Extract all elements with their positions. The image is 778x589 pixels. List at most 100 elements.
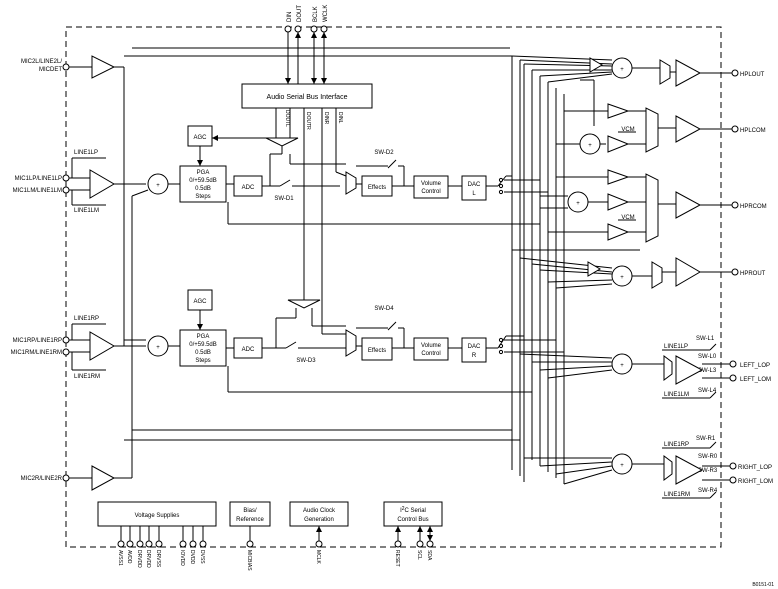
avdd-pin[interactable] xyxy=(126,540,134,548)
sw-r4-switch[interactable] xyxy=(709,491,717,499)
dout-pin[interactable] xyxy=(294,25,302,33)
left-pga[interactable] xyxy=(179,165,227,203)
hprout-driver xyxy=(675,257,701,287)
dinl-label: DINL xyxy=(337,112,343,124)
wclk-pin[interactable] xyxy=(320,25,328,33)
mic2r-pin[interactable] xyxy=(62,474,70,482)
hprout-pin[interactable] xyxy=(731,268,739,276)
din-pin[interactable] xyxy=(284,25,292,33)
right-dac-l2: R xyxy=(472,353,477,359)
hprcom-label: HPRCOM xyxy=(740,204,767,210)
sw-r4-label: SW-R4 xyxy=(698,488,718,494)
voltage-supplies[interactable] xyxy=(97,501,217,527)
sw-d3-switch[interactable] xyxy=(285,341,297,349)
hplcom-pin[interactable] xyxy=(731,125,739,133)
mic1rp-label: MIC1RP/LINE1RP xyxy=(13,338,62,344)
right-lo-driver xyxy=(675,455,704,485)
bottom-blocks: Voltage Supplies Bias/ Reference Audio C… xyxy=(97,501,443,571)
mic1lm-label: MIC1LM/LINE1LM xyxy=(13,188,62,194)
right-pga-l1: PGA xyxy=(197,334,210,340)
left-lo-driver xyxy=(675,355,704,385)
mic1lm-pin[interactable] xyxy=(62,186,70,194)
left-adc-label: ADC xyxy=(242,185,255,191)
left-pga-l1: PGA xyxy=(197,170,210,176)
iovdd-pin[interactable] xyxy=(179,540,187,548)
drvdd-pin-1[interactable] xyxy=(136,540,144,548)
line1lp-tap-label: LINE1LP xyxy=(74,150,98,156)
micbias-pin[interactable] xyxy=(246,540,254,548)
right-lom-label: RIGHT_LOM xyxy=(738,479,773,485)
sda-label: SDA xyxy=(426,550,432,561)
mic2l-label-2: MICDET xyxy=(39,67,62,73)
bias-reference[interactable] xyxy=(229,501,271,527)
left-volume-control[interactable] xyxy=(413,175,449,199)
sw-r1-switch[interactable] xyxy=(709,441,717,449)
hplout-pin[interactable] xyxy=(731,69,739,77)
clock-l2: Generation xyxy=(304,517,334,523)
sw-d4-switch[interactable] xyxy=(387,321,397,331)
left-lop-pin[interactable] xyxy=(729,360,737,368)
clock-l1: Audio Clock xyxy=(303,508,336,514)
left-dac-l2: L xyxy=(472,191,476,197)
mic1rm-pin[interactable] xyxy=(62,348,70,356)
right-volume-control[interactable] xyxy=(413,337,449,361)
sw-r1-label: SW-R1 xyxy=(696,436,716,442)
reset-pin[interactable] xyxy=(394,540,402,548)
mic2l-amp xyxy=(91,55,116,79)
mic1l-amp xyxy=(89,169,115,199)
sw-l1-switch[interactable] xyxy=(709,343,717,351)
sw-d2-switch[interactable] xyxy=(387,159,397,169)
hprcom-pin[interactable] xyxy=(731,201,739,209)
right-pga-l4: Steps xyxy=(195,358,210,364)
line1rp-tap-label: LINE1RP xyxy=(74,316,99,322)
svg-text:+: + xyxy=(588,143,592,149)
right-adc-label: ADC xyxy=(242,347,255,353)
left-lom-pin[interactable] xyxy=(729,374,737,382)
mic1rp-pin[interactable] xyxy=(62,336,70,344)
drvss-pin[interactable] xyxy=(155,540,163,548)
mic2l-pin[interactable] xyxy=(62,63,70,71)
hprcom-driver xyxy=(675,191,702,219)
drvdd-pin-2[interactable] xyxy=(145,540,153,548)
asbi-label: Audio Serial Bus Interface xyxy=(267,94,348,101)
dvss-pin[interactable] xyxy=(199,540,207,548)
right-adc-channel: + PGA 0/+59.5dB 0.5dB Steps AGC ADC SW-D… xyxy=(147,289,507,367)
svg-text:+: + xyxy=(620,363,624,369)
reset-label: RESET xyxy=(394,550,400,567)
avdd-label: AVDD xyxy=(126,550,132,564)
sw-l3-label: SW-L3 xyxy=(698,368,717,374)
svg-text:+: + xyxy=(156,345,160,351)
svg-text:+: + xyxy=(576,201,580,207)
left-pga-l2: 0/+59.5dB xyxy=(189,178,217,184)
mic1r-amp xyxy=(89,331,115,361)
sda-pin[interactable] xyxy=(426,540,434,548)
hplout-label: HPLOUT xyxy=(740,72,765,78)
left-dac[interactable] xyxy=(461,175,487,201)
sw-d1-switch[interactable] xyxy=(279,179,291,187)
avss1-pin[interactable] xyxy=(117,540,125,548)
sw-l4-label: SW-L4 xyxy=(698,388,717,394)
iovdd-label: IOVDD xyxy=(179,550,185,566)
dvdd-pin[interactable] xyxy=(189,540,197,548)
doutl-label: DOUTL xyxy=(284,110,290,127)
i2c-rest: C Serial xyxy=(405,508,426,514)
left-adc-channel: + PGA 0/+59.5dB 0.5dB Steps AGC ADC SW-D… xyxy=(147,125,507,203)
scl-pin[interactable] xyxy=(416,540,424,548)
din-label: DIN xyxy=(287,12,293,22)
hprout-label: HPROUT xyxy=(740,271,766,277)
audio-clock-generation[interactable] xyxy=(289,501,349,527)
right-lo-in-m-label: LINE1RM xyxy=(664,492,690,498)
audio-serial-bus-interface[interactable] xyxy=(241,83,373,109)
mic1lp-pin[interactable] xyxy=(62,174,70,182)
top-pins: DIN DOUT BCLK WCLK xyxy=(284,5,329,84)
right-dac[interactable] xyxy=(461,337,487,363)
voltage-supplies-label: Voltage Supplies xyxy=(135,513,180,519)
sw-l4-switch[interactable] xyxy=(709,391,717,399)
right-lom-pin[interactable] xyxy=(729,476,737,484)
sw-d1-label: SW-D1 xyxy=(274,196,294,202)
bclk-pin[interactable] xyxy=(310,25,318,33)
i2c-control-bus[interactable] xyxy=(383,501,443,527)
right-lop-pin[interactable] xyxy=(729,462,737,470)
right-effects[interactable] xyxy=(361,337,393,361)
mclk-pin[interactable] xyxy=(315,540,323,548)
